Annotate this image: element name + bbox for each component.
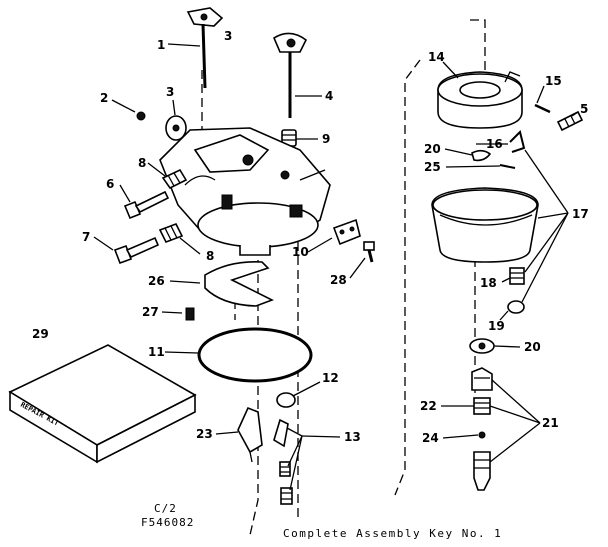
callout-7: 7 xyxy=(82,230,90,244)
part-float-14 xyxy=(437,71,523,129)
part-needle-6 xyxy=(123,190,170,220)
callout-8-upper: 8 xyxy=(138,156,146,170)
callout-12: 12 xyxy=(322,371,339,385)
part-needle-7 xyxy=(113,236,160,265)
part-pin-13a xyxy=(273,418,289,448)
callout-5: 5 xyxy=(580,102,588,116)
part-choke-shaft xyxy=(272,32,308,118)
part-needle-25 xyxy=(499,164,516,169)
callout-3-shaft: 3 xyxy=(224,29,232,43)
repair-kit-box: REPAIR KIT xyxy=(8,344,197,464)
part-washer-20-lower xyxy=(469,338,495,354)
part-spring-13c xyxy=(280,487,293,505)
callout-13: 13 xyxy=(344,430,361,444)
callout-26: 26 xyxy=(148,274,165,288)
callout-3-plate: 3 xyxy=(166,85,174,99)
callout-25: 25 xyxy=(424,160,441,174)
part-washer-19 xyxy=(507,300,525,314)
part-screw-2 xyxy=(136,111,146,121)
part-washer-24 xyxy=(478,431,486,439)
callout-15: 15 xyxy=(545,74,562,88)
callout-6: 6 xyxy=(106,177,114,191)
part-cap-12 xyxy=(276,392,296,408)
drawing-code-line1: C/2 xyxy=(154,502,177,515)
callout-22: 22 xyxy=(420,399,437,413)
drawing-code-line2: F546082 xyxy=(141,516,194,529)
part-throttle-plate xyxy=(165,115,187,141)
part-spring-8b xyxy=(158,222,184,244)
callout-8-lower: 8 xyxy=(206,249,214,263)
callout-14: 14 xyxy=(428,50,445,64)
callout-21: 21 xyxy=(542,416,559,430)
part-seat-20-upper xyxy=(471,149,492,162)
callout-27: 27 xyxy=(142,305,159,319)
callout-20-upper: 20 xyxy=(424,142,441,156)
part-clip-16 xyxy=(509,130,526,153)
part-throttle-shaft xyxy=(186,7,224,89)
callout-11: 11 xyxy=(148,345,165,359)
part-screw-27 xyxy=(185,307,195,321)
callout-numbers: 1 2 3 3 4 5 6 7 8 8 9 10 11 12 13 14 15 … xyxy=(32,29,589,445)
part-spring-13b xyxy=(279,461,291,477)
callout-20-lower: 20 xyxy=(524,340,541,354)
callout-17: 17 xyxy=(572,207,589,221)
part-pin-15 xyxy=(534,103,551,114)
part-jet-top-21 xyxy=(471,367,493,391)
part-spring-5 xyxy=(556,110,584,132)
callout-16: 16 xyxy=(486,137,503,151)
part-bowl-nut-23 xyxy=(237,406,263,463)
part-gasket-26 xyxy=(204,260,274,307)
callout-23: 23 xyxy=(196,427,213,441)
footer-caption: Complete Assembly Key No. 1 xyxy=(283,527,502,540)
callout-29: 29 xyxy=(32,327,49,341)
callout-18: 18 xyxy=(480,276,497,290)
leader-lines xyxy=(93,43,579,491)
callout-10: 10 xyxy=(292,245,309,259)
callout-28: 28 xyxy=(330,273,347,287)
part-fuel-bowl-17 xyxy=(431,187,539,263)
carburetor-body xyxy=(159,127,331,256)
callout-9: 9 xyxy=(322,132,330,146)
part-spring-22 xyxy=(473,397,491,415)
callout-19: 19 xyxy=(488,319,505,333)
callout-2: 2 xyxy=(100,91,108,105)
callout-4: 4 xyxy=(325,89,333,103)
part-o-ring-11 xyxy=(197,327,313,383)
part-jet-bottom-21 xyxy=(473,451,491,491)
callout-1: 1 xyxy=(157,38,165,52)
part-spring-18 xyxy=(509,267,525,285)
part-spring-8a xyxy=(161,168,188,190)
part-plate-10 xyxy=(332,218,361,246)
part-screw-28 xyxy=(363,241,375,263)
callout-24: 24 xyxy=(422,431,439,445)
